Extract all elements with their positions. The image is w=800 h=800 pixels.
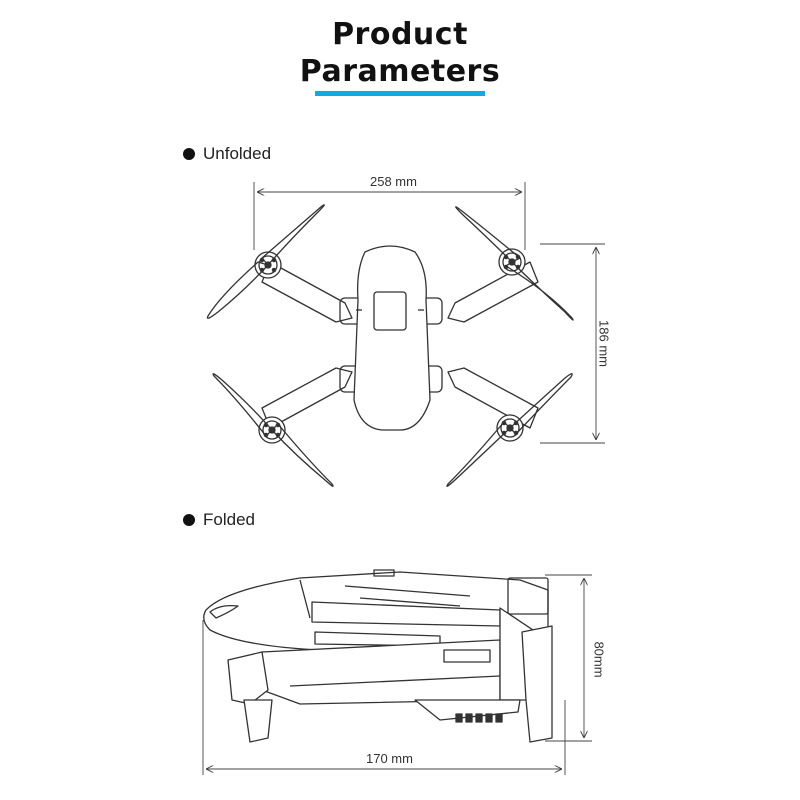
propeller-rear-right	[446, 373, 573, 487]
title-line-2: Parameters	[299, 54, 501, 89]
unfolded-width-value: 258 mm	[370, 174, 417, 189]
section-folded: Folded	[183, 510, 255, 530]
drone-body	[353, 245, 431, 431]
folded-label: Folded	[203, 510, 255, 529]
folded-vents	[455, 713, 503, 723]
folded-drone	[202, 569, 592, 775]
propeller-front-right	[455, 206, 574, 321]
unfolded-height-dimension	[540, 243, 605, 444]
unfolded-width-dimension	[253, 182, 526, 250]
folded-length-value: 170 mm	[366, 751, 413, 766]
folded-length-dimension	[202, 620, 566, 775]
folded-landing-legs	[227, 625, 553, 743]
bullet-icon	[183, 148, 195, 160]
unfolded-label: Unfolded	[203, 144, 272, 163]
propeller-rear-left	[212, 373, 334, 487]
bullet-icon	[183, 514, 195, 526]
title-line-1: Product	[332, 17, 468, 52]
folded-height-value: 80mm	[591, 641, 607, 678]
page-title: Product Parameters	[0, 16, 800, 90]
propeller-front-left	[206, 204, 325, 319]
folded-height-dimension	[545, 574, 592, 742]
title-underline	[315, 91, 485, 96]
section-unfolded: Unfolded	[183, 144, 271, 164]
unfolded-drone	[206, 182, 605, 487]
unfolded-height-value: 186 mm	[596, 320, 612, 367]
